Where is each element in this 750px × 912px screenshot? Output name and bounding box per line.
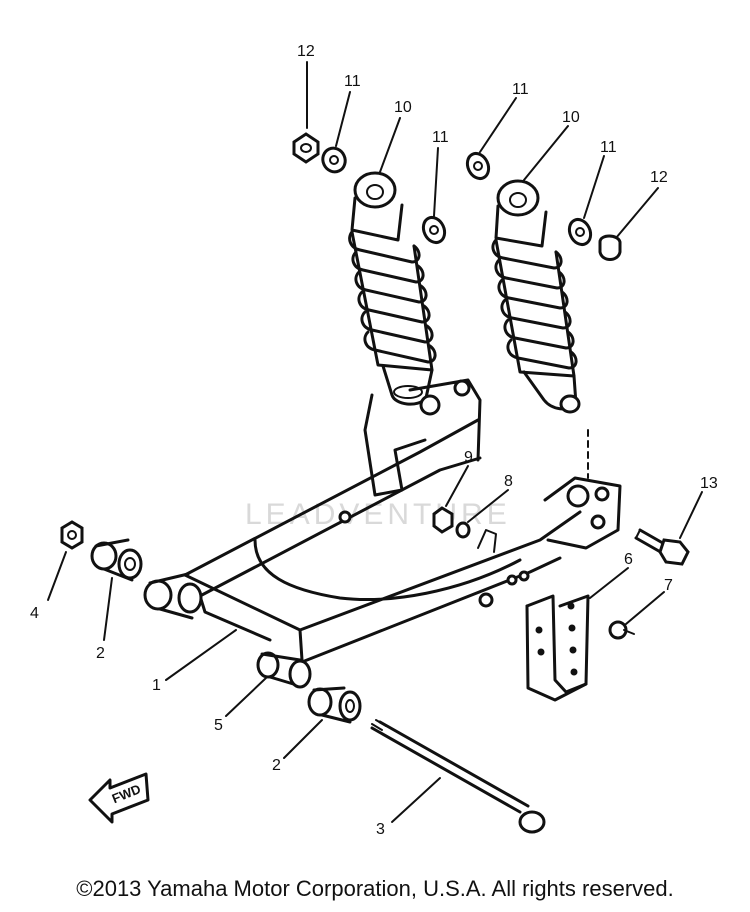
nut-12-left [292,132,320,164]
callout-10-left: 10 [394,99,412,116]
callout-12-right: 12 [650,169,668,186]
nut-9 [432,506,454,534]
screw-7 [608,620,635,640]
callout-11-left-b: 11 [432,129,449,146]
washer-11-right-b [567,217,593,247]
washer-11-left-b [421,215,447,245]
callout-10-right: 10 [562,109,580,126]
chain-guide-bracket-6 [525,594,590,702]
leader-lines [47,61,703,823]
nut-12-right [598,234,622,261]
washer-11-left-a [321,146,347,174]
swing-arm [183,378,622,664]
callout-11-right-a: 11 [512,81,529,98]
callout-2-right: 2 [272,757,281,774]
callout-6: 6 [624,551,633,568]
collar-5 [256,651,312,689]
callout-12-left: 12 [297,43,315,60]
callout-11-right-b: 11 [600,139,617,156]
callout-3: 3 [376,821,385,838]
exploded-parts-diagram: LEADVENTURE [30,43,718,838]
callout-4: 4 [30,605,39,622]
right-shock-absorber [491,179,581,414]
forward-arrow-icon: FWD [88,772,150,824]
nut-4 [60,520,84,550]
pivot-collar-left [143,572,203,620]
washer-11-right-a [465,151,491,181]
copyright-notice: ©2013 Yamaha Motor Corporation, U.S.A. A… [76,876,674,901]
callout-8: 8 [504,473,513,490]
callout-7: 7 [664,577,673,594]
callout-11-left-a: 11 [344,73,361,90]
callout-1: 1 [152,677,161,694]
callout-9: 9 [464,449,473,466]
bushing-2-left [90,538,143,582]
callout-2-left: 2 [96,645,105,662]
callout-numbers: 12 11 10 11 11 10 11 12 9 8 13 6 7 4 2 1… [30,43,718,838]
callout-5: 5 [214,717,223,734]
left-shock-absorber [348,171,437,406]
washer-8 [455,521,471,539]
bushing-2-right [307,686,362,724]
callout-13: 13 [700,475,718,492]
pivot-shaft [370,719,546,834]
bolt-13 [634,528,690,566]
